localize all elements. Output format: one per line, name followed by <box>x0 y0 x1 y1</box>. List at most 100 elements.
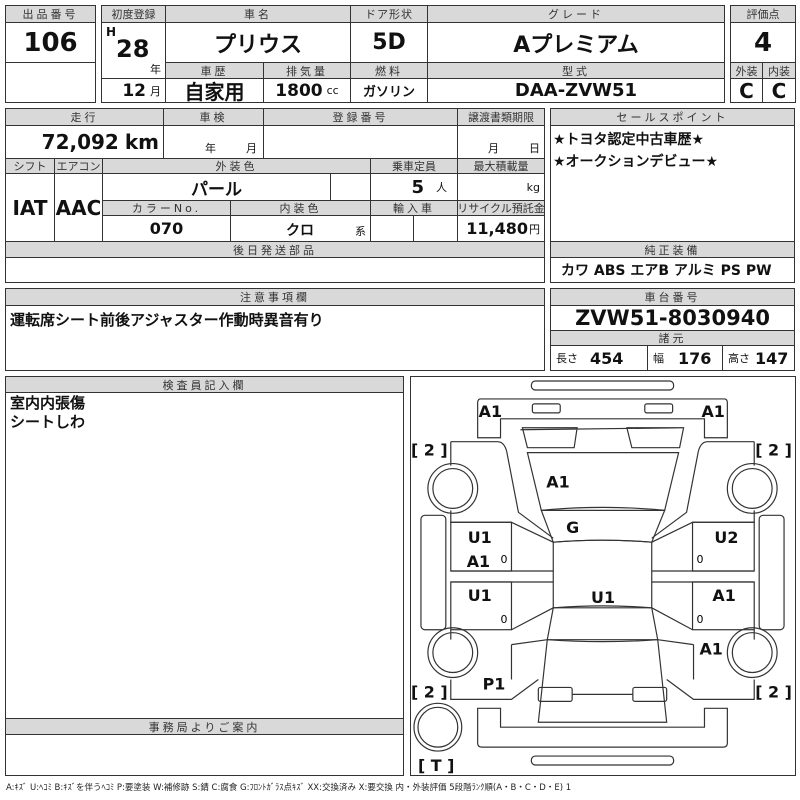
displacement-label: 排気量 <box>263 62 351 79</box>
inspection-date: 年月 <box>163 125 264 159</box>
mark-small: 0 <box>697 553 704 566</box>
height-value: 147 <box>755 348 789 368</box>
mark-front-door-right: U2 <box>714 528 738 547</box>
office-notes <box>5 734 404 776</box>
mark-front-door-left: U1 <box>468 528 492 547</box>
import-label: 輸入車 <box>370 200 458 216</box>
reg-no-label: 登録番号 <box>263 108 458 126</box>
lot-label: 出品番号 <box>5 5 96 23</box>
taillight-left <box>537 686 573 702</box>
lot-empty <box>5 62 96 103</box>
transfer-day-unit: 日 <box>529 142 540 155</box>
first-reg-month: 12 月 <box>101 78 166 103</box>
pillars <box>450 521 755 631</box>
mark-rear-fender-left: P1 <box>483 674 506 693</box>
mark-small: 0 <box>501 613 508 626</box>
month: 12 <box>122 80 146 101</box>
mark-front-bumper-left: A1 <box>479 402 502 421</box>
int-color: クロ系 <box>230 215 371 242</box>
wheels <box>413 462 778 752</box>
int-color-label: 内装色 <box>230 200 371 216</box>
inspector-notes: 室内内張傷 シートしわ <box>5 392 404 719</box>
displacement-unit: cc <box>326 84 339 97</box>
taillight-right <box>632 686 668 702</box>
rear-fenders <box>450 629 755 700</box>
specs-label: 諸元 <box>550 330 795 346</box>
max-load-label: 最大積載量 <box>457 158 545 174</box>
legend: A:ｷｽﾞ U:ﾍｺﾐ B:ｷｽﾞを伴うﾍｺﾐ P:要塗装 W:補修跡 S:錆 … <box>6 783 572 793</box>
int-grade-label: 内装 <box>762 62 796 79</box>
trunk <box>537 639 668 723</box>
first-reg-year: H 28 年 <box>101 22 166 79</box>
mark-front-bumper-right: A1 <box>701 402 724 421</box>
grille <box>520 427 685 449</box>
equipment-label: 純正装備 <box>550 241 795 258</box>
model: DAA-ZVW51 <box>427 78 725 103</box>
door-type: 5D <box>350 22 428 63</box>
history-label: 車歴 <box>165 62 264 79</box>
sales-point: ★トヨタ認定中古車歴★ <box>553 132 705 148</box>
grade: Aプレミアム <box>427 22 725 63</box>
mark-tire-fl: [ 2 ] <box>411 441 448 460</box>
inspection-month-unit: 月 <box>246 142 257 155</box>
mark-rear-fender-right: A1 <box>699 640 722 659</box>
damage-diagram: A1 A1 [ 2 ] [ 2 ] A1 G U1 A1 U2 U1 U1 A1… <box>410 376 796 776</box>
int-grade: C <box>762 78 796 103</box>
mark-small: 0 <box>501 553 508 566</box>
notes: 運転席シート前後アジャスター作動時異音有り <box>5 305 545 371</box>
recycle-value: 11,480 <box>466 219 528 238</box>
mark-spare-tire: [ T ] <box>418 756 454 775</box>
mark-windshield: G <box>566 518 579 537</box>
rear-glass <box>546 607 659 643</box>
shift-label: シフト <box>5 158 55 174</box>
ext-grade: C <box>730 78 763 103</box>
ext-color-label: 外装色 <box>102 158 371 174</box>
score: 4 <box>730 22 796 63</box>
mileage-value: 72,092 <box>41 130 119 154</box>
notes-label: 注意事項欄 <box>5 288 545 306</box>
mark-tire-fr: [ 2 ] <box>755 441 792 460</box>
import-b <box>413 215 458 242</box>
side-skirt-right <box>758 514 785 631</box>
ac: AAC <box>54 173 103 242</box>
chassis-number: ZVW51-8030940 <box>550 305 795 331</box>
score-label: 評価点 <box>730 5 796 23</box>
max-load: kg <box>457 173 545 201</box>
mileage-unit: km <box>124 130 159 154</box>
recycle-unit: 円 <box>529 222 540 236</box>
month-unit: 月 <box>150 84 161 98</box>
int-color-unit: 系 <box>355 225 366 238</box>
mark-tire-rr: [ 2 ] <box>755 682 792 701</box>
import-a <box>370 215 414 242</box>
reg-no <box>263 125 458 159</box>
lot-number: 106 <box>5 22 96 63</box>
shift: IAT <box>5 173 55 242</box>
front-bumper-bar <box>530 380 675 391</box>
transfer-month-unit: 月 <box>488 142 499 155</box>
capacity-label: 乗車定員 <box>370 158 458 174</box>
front-fender-right <box>651 441 755 539</box>
mark-rear-door-left: U1 <box>468 586 492 605</box>
mark-tire-rl: [ 2 ] <box>411 682 448 701</box>
width-label: 幅 <box>653 352 664 365</box>
fuel-label: 燃料 <box>350 62 428 79</box>
mark-rear-door-right: A1 <box>712 586 735 605</box>
rear-bumper <box>477 707 728 748</box>
windshield <box>540 506 666 543</box>
ext-grade-label: 外装 <box>730 62 763 79</box>
first-reg-label: 初度登録 <box>101 5 166 23</box>
era: H <box>106 25 117 39</box>
later-parts-label: 後日発送部品 <box>5 241 545 258</box>
length-label: 長さ <box>556 352 578 365</box>
transfer-date: 月日 <box>457 125 545 159</box>
capacity-value: 5 <box>411 176 424 198</box>
transfer-label: 譲渡書類期限 <box>457 108 545 126</box>
color-no-label: カラーNo. <box>102 200 231 216</box>
chassis-label: 車台番号 <box>550 288 795 306</box>
inspector-note: 室内内張傷 <box>10 394 86 412</box>
ac-label: エアコン <box>54 158 103 174</box>
